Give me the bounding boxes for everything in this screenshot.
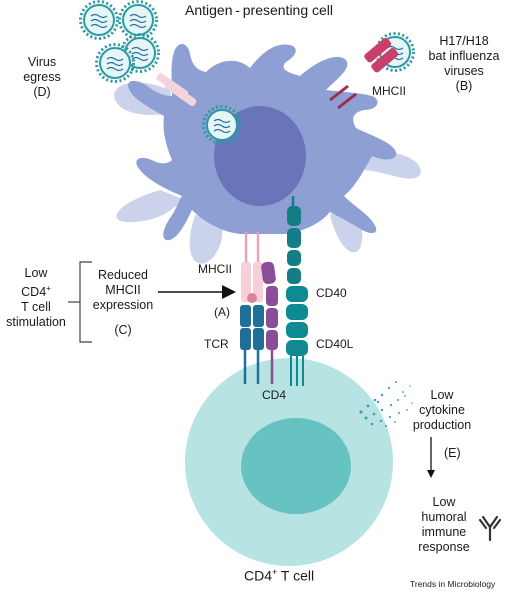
cd40l-label: CD40L xyxy=(316,337,354,351)
low-hum-line-1: Low xyxy=(432,495,456,509)
tcell-title: CD4+ T cell xyxy=(244,565,314,584)
bat-line-3: viruses xyxy=(444,64,484,78)
low-hum-line-2: humoral xyxy=(421,510,467,524)
low-cytokine-label: Low cytokine production xyxy=(404,388,480,433)
tcell-title-suffix: T cell xyxy=(277,567,315,584)
low-cyto-line-1: Low xyxy=(430,388,454,402)
virus-egress-line-1: Virus xyxy=(27,55,57,69)
low-cd4-line-2: CD4+ xyxy=(5,281,67,300)
antibody-icon xyxy=(478,515,502,542)
cd40l-receptor xyxy=(286,286,308,386)
tag-a: (A) xyxy=(214,305,230,319)
virus-egress-tag: (D) xyxy=(33,85,51,99)
tcell-title-sup: + xyxy=(272,567,278,577)
virus-icon xyxy=(79,0,119,40)
low-cd4-line-3: T cell xyxy=(21,300,51,315)
tcell-nucleus xyxy=(241,418,351,514)
mhcii-bat-receptor xyxy=(329,37,399,110)
bat-virus-label: H17/H18 bat influenza viruses (B) xyxy=(428,34,500,94)
virus-egress-label: Virus egress (D) xyxy=(20,55,64,100)
downstream-arrow xyxy=(427,437,435,478)
mhcii-synapse-label: MHCII xyxy=(198,262,232,276)
low-hum-line-4: response xyxy=(418,540,470,554)
bat-tag: (B) xyxy=(455,79,473,93)
antigen-presenting-cell xyxy=(128,43,397,241)
tcr-receptor xyxy=(240,305,264,384)
inhibition-arrow xyxy=(158,285,236,299)
bat-line-2: bat influenza xyxy=(428,49,500,63)
cd40-label: CD40 xyxy=(316,286,347,300)
cd4-label: CD4 xyxy=(262,388,287,402)
reduced-mhcii-label: Reduced MHCII expression (C) xyxy=(88,268,158,338)
virus-icon xyxy=(118,0,158,40)
low-cyto-line-2: cytokine xyxy=(419,403,465,417)
low-cyto-line-3: production xyxy=(412,418,472,432)
reduced-tag: (C) xyxy=(114,323,132,337)
tcell-title-text: CD4 xyxy=(244,567,273,584)
journal-footer: Trends in Microbiology xyxy=(410,579,496,589)
tag-e: (E) xyxy=(444,446,461,460)
bat-line-1: H17/H18 xyxy=(439,34,489,48)
apc-title: Antigen - presenting cell xyxy=(185,2,334,18)
low-humoral-label: Low humoral immune response xyxy=(414,495,474,555)
cd40-receptor xyxy=(287,196,301,284)
low-cd4-stimulation-label: Low CD4+ T cell stimulation xyxy=(5,266,67,330)
low-cd4-sup: + xyxy=(46,284,51,293)
cytokine-dots xyxy=(359,381,413,427)
apc-nucleus xyxy=(214,106,306,206)
faded-mhcii-icon xyxy=(156,73,197,107)
low-cd4-line-1: Low xyxy=(24,266,48,280)
tcr-label: TCR xyxy=(204,337,229,351)
virus-egress-line-2: egress xyxy=(23,70,61,84)
mhcii-synapse-receptor xyxy=(241,232,263,303)
cd4-receptor xyxy=(261,261,278,384)
reduced-line-2: MHCII xyxy=(105,283,141,297)
low-cd4-line-4: stimulation xyxy=(6,315,66,330)
mhcii-top-label: MHCII xyxy=(372,84,406,98)
reduced-mhcii-bracket xyxy=(68,261,92,343)
low-cd4-text: CD4 xyxy=(21,285,47,300)
reduced-line-3: expression xyxy=(92,298,154,312)
cd4-t-cell xyxy=(185,358,393,566)
reduced-line-1: Reduced xyxy=(97,268,149,282)
low-hum-line-3: immune xyxy=(421,525,467,539)
